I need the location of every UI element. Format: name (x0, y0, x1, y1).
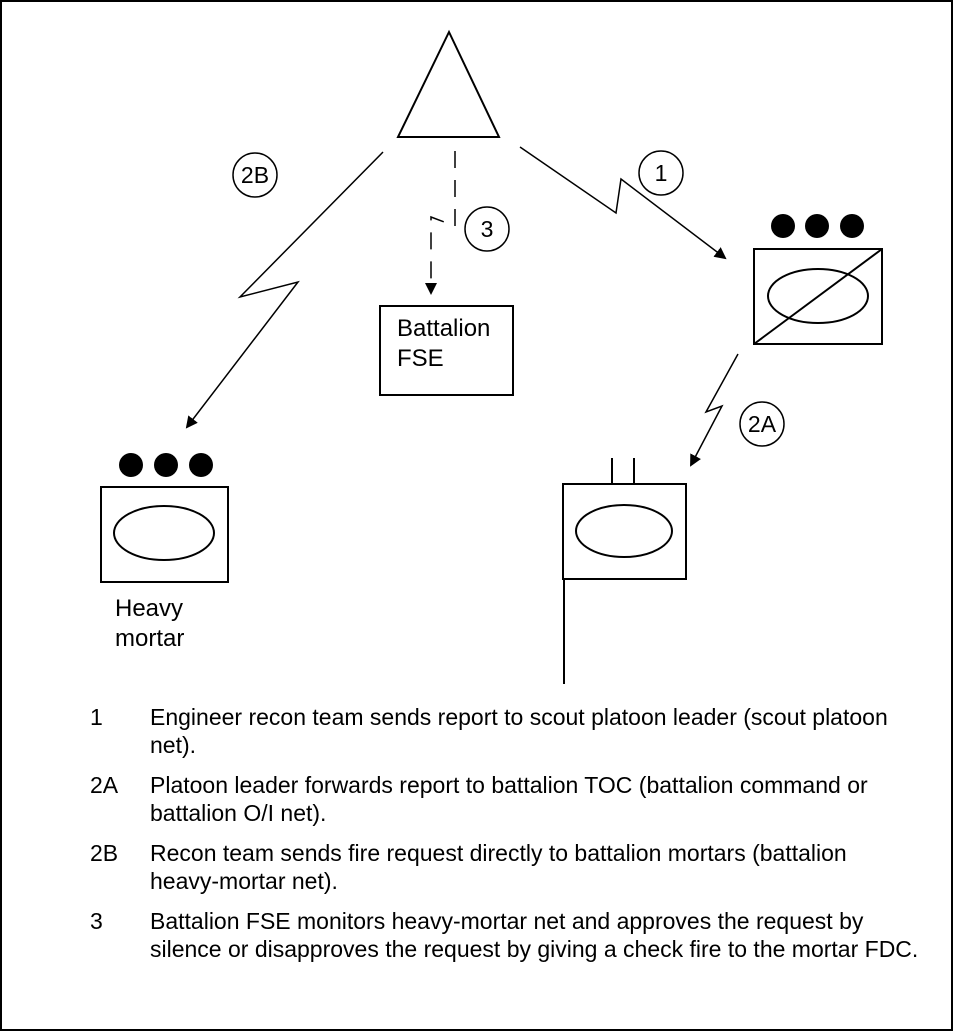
scout-platoon-leader-symbol (753, 214, 883, 345)
legend: 1 Engineer recon team sends report to sc… (90, 703, 920, 975)
recon-team-triangle (396, 29, 501, 138)
legend-item-text: Recon team sends fire request directly t… (150, 840, 847, 894)
battalion-fse-label: Battalion FSE (397, 314, 490, 374)
legend-item-3: 3 Battalion FSE monitors heavy-mortar ne… (90, 907, 920, 963)
heavy-mortar-symbol (100, 453, 229, 583)
battalion-fse-label-line1: Battalion (397, 315, 491, 342)
link-2a-marker-circle (739, 401, 785, 447)
link-2b-marker-label: 2B (240, 162, 270, 188)
legend-item-number: 2B (90, 840, 119, 866)
link-1-line (519, 146, 727, 260)
link-2a-marker-label: 2A (747, 411, 777, 437)
heavy-mortar-label: Heavy mortar (115, 594, 184, 654)
legend-item-2b: 2B Recon team sends fire request directl… (90, 839, 920, 895)
link-1-marker-label: 1 (654, 160, 668, 186)
legend-item-text: Platoon leader forwards report to battal… (150, 772, 868, 826)
legend-item-text: Engineer recon team sends report to scou… (150, 704, 888, 758)
legend-item-number: 3 (90, 908, 103, 934)
link-1-marker-circle (638, 150, 684, 196)
link-3-line (425, 151, 456, 295)
legend-item-number: 2A (90, 772, 119, 798)
heavy-mortar-label-line1: Heavy (115, 595, 184, 622)
legend-item-number: 1 (90, 704, 103, 730)
legend-item-1: 1 Engineer recon team sends report to sc… (90, 703, 920, 759)
battalion-fse-box (379, 305, 514, 396)
battalion-toc-symbol (562, 458, 687, 684)
battalion-fse-label-line2: FSE (397, 345, 444, 372)
link-2b-marker-circle (232, 152, 278, 198)
heavy-mortar-label-line2: mortar (115, 625, 185, 652)
link-2b-line (185, 151, 384, 429)
legend-item-text: Battalion FSE monitors heavy-mortar net … (150, 908, 919, 962)
link-3-marker-label: 3 (480, 216, 494, 242)
link-2a-line (690, 353, 739, 467)
legend-item-2a: 2A Platoon leader forwards report to bat… (90, 771, 920, 827)
link-3-marker-circle (464, 206, 510, 252)
